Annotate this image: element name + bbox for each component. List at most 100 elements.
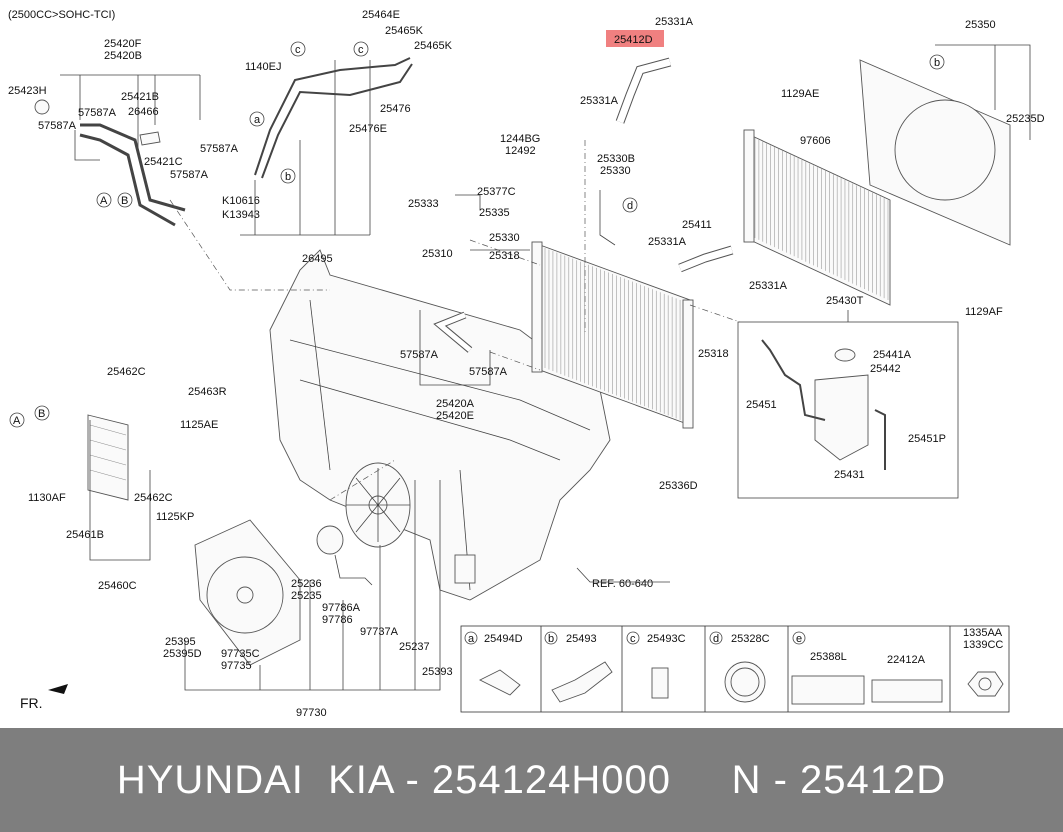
svg-text:c: c [630, 633, 636, 645]
part-label: 1129AE [781, 88, 819, 100]
part-label: 25421B [121, 91, 159, 103]
fan-shroud-upper [859, 59, 1011, 246]
callout-circle: b [280, 168, 296, 184]
part-label: 25431 [834, 469, 865, 481]
legend-cell-a: a 25494D [464, 631, 523, 696]
callout-circle: A [96, 192, 112, 208]
part-label: 25318 [489, 250, 520, 262]
svg-text:25494D: 25494D [484, 633, 523, 645]
callout-circle: d [622, 197, 638, 213]
part-label: 25331A [749, 280, 788, 292]
part-label: 25420F [104, 38, 142, 50]
part-label: 25236 [291, 578, 322, 590]
part-label: 97737A [360, 626, 399, 638]
svg-text:1339CC: 1339CC [963, 639, 1003, 651]
part-label: 97730 [296, 707, 327, 719]
fan-shroud-lower [194, 519, 301, 666]
fan-blade [345, 462, 411, 548]
part-label: 25335 [479, 207, 510, 219]
legend-cell-e: e 25388L 22412A [791, 631, 943, 705]
ref-arrow-icon [576, 567, 670, 583]
part-label: 25460C [98, 580, 137, 592]
part-label: 25333 [408, 198, 439, 210]
svg-text:e: e [796, 633, 802, 645]
parts-diagram: (2500CC>SOHC-TCI) [8, 9, 1045, 719]
radiator [531, 241, 694, 429]
banner-text: HYUNDAI KIA - 254124H000 N - 25412D [116, 757, 947, 802]
oil-cooler [87, 414, 129, 501]
engine-note: (2500CC>SOHC-TCI) [8, 9, 115, 21]
callout-circle: B [34, 405, 50, 421]
part-label: 1140EJ [245, 61, 282, 73]
part-label: 97786A [322, 602, 361, 614]
part-label: 97735C [221, 648, 260, 660]
part-label: 25441A [873, 349, 912, 361]
upper-radiator-hose [615, 57, 672, 124]
callout-circle: c [290, 41, 306, 57]
legend-cell-c: c 25493C [626, 631, 686, 699]
part-label: 25330 [489, 232, 520, 244]
part-label: 25377C [477, 186, 516, 198]
part-label: 57587A [38, 120, 77, 132]
highlighted-part-label: 25412D [614, 34, 653, 46]
part-label: K10616 [222, 195, 260, 207]
part-label: 57587A [170, 169, 209, 181]
part-label: 57587A [78, 107, 117, 119]
leader-lines [60, 44, 1031, 691]
part-label: 25331A [648, 236, 687, 248]
svg-text:22412A: 22412A [887, 654, 926, 666]
svg-text:b: b [285, 171, 291, 183]
part-label: 25330 [600, 165, 631, 177]
part-label: 25420E [436, 410, 474, 422]
legend-table: a 25494D b 25493 c 25493C d 25328C e 253… [460, 625, 1010, 713]
svg-text:25328C: 25328C [731, 633, 770, 645]
callout-circle: A [9, 412, 25, 428]
part-label: 25235D [1006, 113, 1045, 125]
part-label: 26495 [302, 253, 333, 265]
svg-text:25388L: 25388L [810, 651, 847, 663]
svg-text:B: B [121, 195, 128, 207]
part-label: 12492 [505, 145, 536, 157]
part-label: 25465K [385, 25, 424, 37]
part-label: 25310 [422, 248, 453, 260]
part-label: 1130AF [28, 492, 66, 504]
svg-text:c: c [295, 44, 301, 56]
part-label: 26466 [128, 106, 159, 118]
part-label: 57587A [200, 143, 239, 155]
highlight-box [606, 30, 664, 47]
part-label: 25461B [66, 529, 104, 541]
part-label: 25235 [291, 590, 322, 602]
part-label: 1244BG [500, 133, 540, 145]
svg-text:d: d [627, 200, 633, 212]
part-label: 97786 [322, 614, 353, 626]
legend-cell-d: d 25328C [709, 631, 770, 703]
part-label: 25336D [659, 480, 698, 492]
svg-text:b: b [548, 633, 554, 645]
part-label: 1129AF [965, 306, 1003, 318]
part-label: 25421C [144, 156, 183, 168]
svg-text:a: a [254, 114, 261, 126]
fan-motor [316, 525, 373, 586]
lower-radiator-hose [678, 245, 734, 273]
part-label: 25423H [8, 85, 47, 97]
cooler-pipes-upper [254, 57, 413, 179]
part-label: 25463R [188, 386, 227, 398]
svg-text:A: A [13, 415, 21, 427]
part-label: 25331A [655, 16, 694, 28]
fr-label: FR. [20, 695, 43, 711]
condenser [743, 129, 891, 306]
svg-text:25493: 25493 [566, 633, 597, 645]
part-label: 25464E [362, 9, 400, 21]
part-label: 25465K [414, 40, 453, 52]
part-label: REF. 60-640 [592, 578, 653, 590]
part-label: 25411 [682, 219, 712, 231]
part-label: 25430T [826, 295, 864, 307]
part-label: 25476E [349, 123, 387, 135]
svg-text:1335AA: 1335AA [963, 627, 1003, 639]
callout-circle: B [117, 192, 133, 208]
part-label: 25462C [107, 366, 146, 378]
part-label: 25451P [908, 433, 946, 445]
svg-text:A: A [100, 195, 108, 207]
svg-text:B: B [38, 408, 45, 420]
reference-lines [169, 140, 741, 501]
